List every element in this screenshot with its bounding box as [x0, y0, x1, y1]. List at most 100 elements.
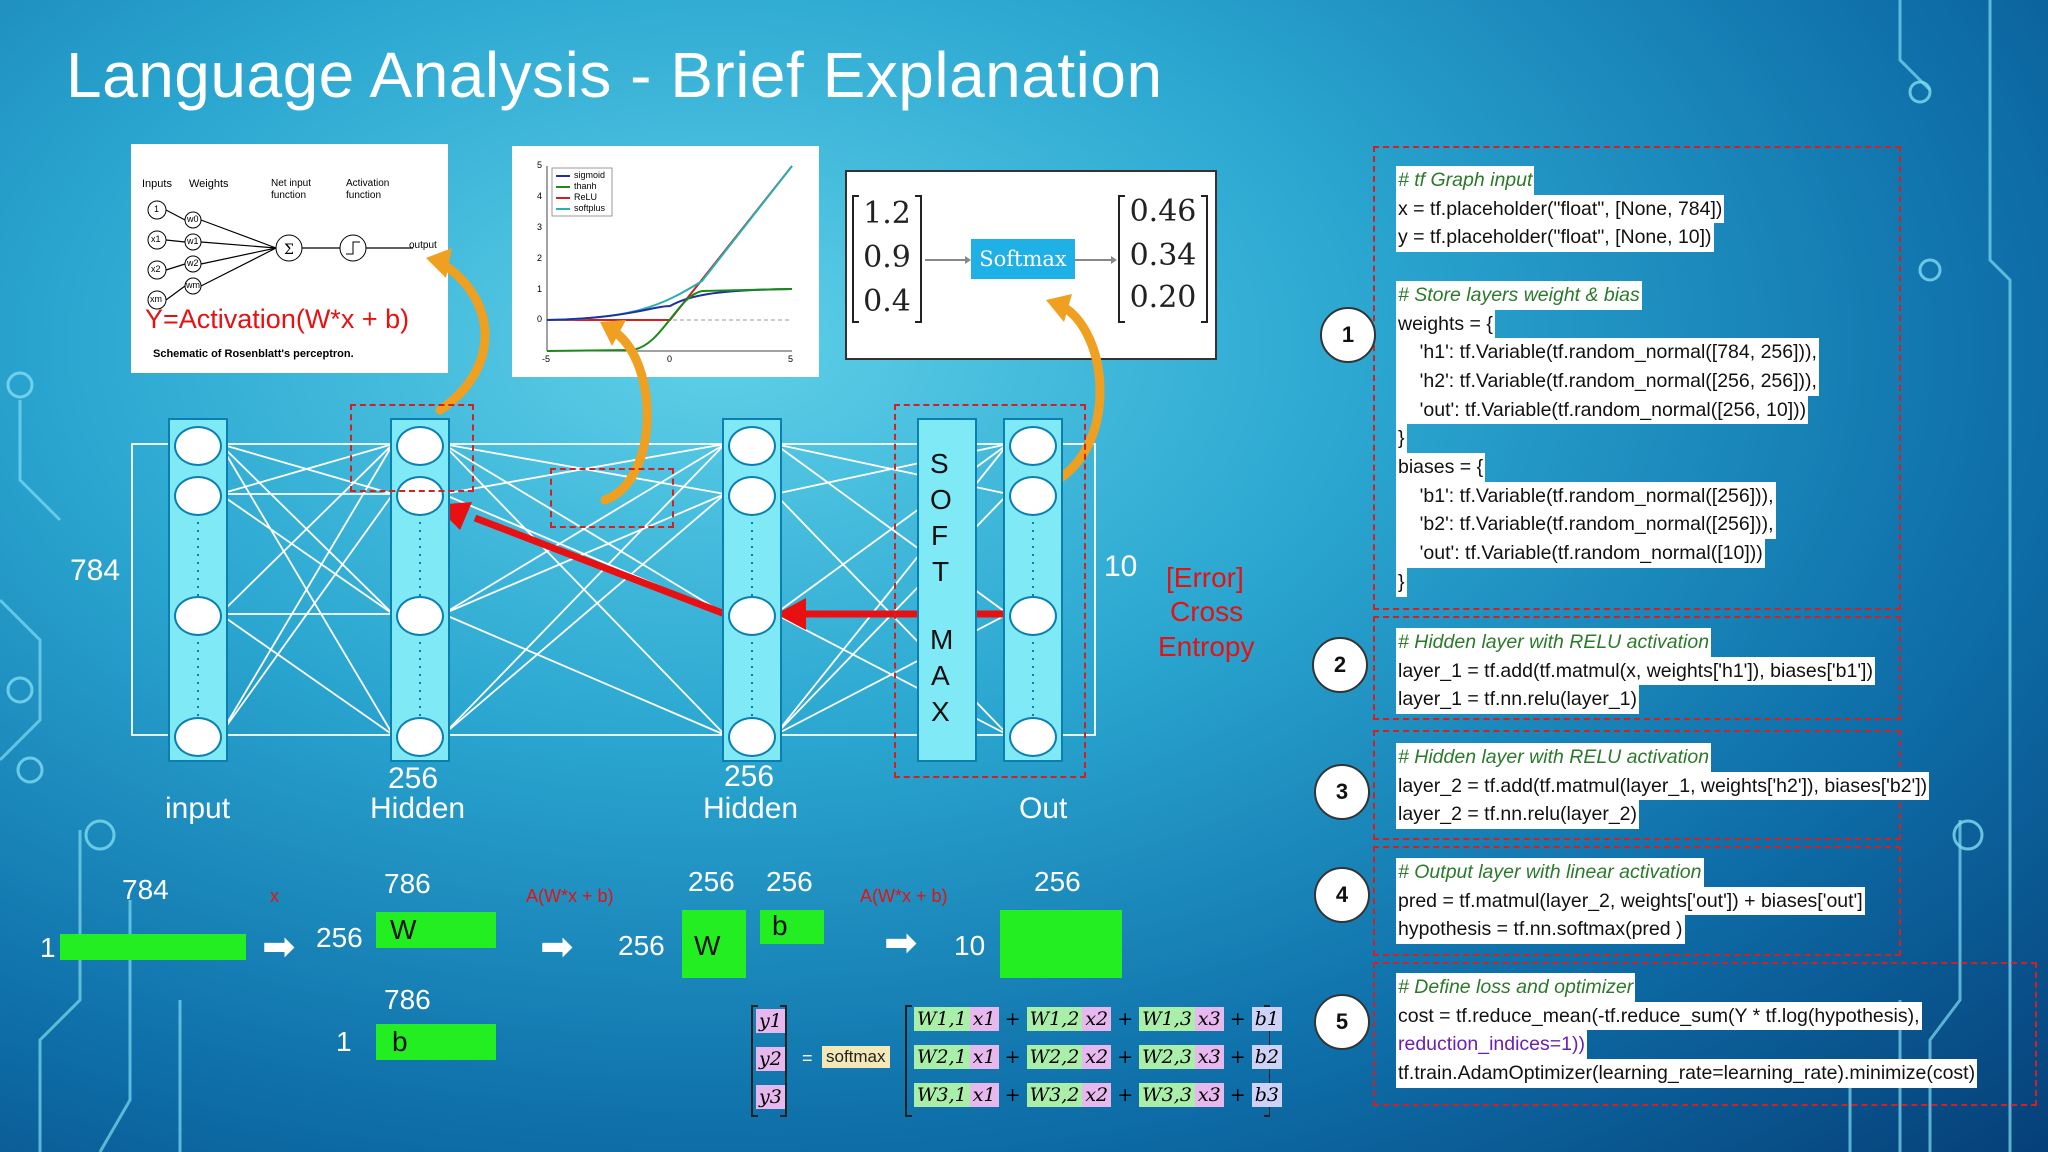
out-layer-label: Out — [1019, 792, 1068, 825]
code-line: layer_2 = tf.nn.relu(layer_2) — [1396, 800, 1639, 830]
code-block-1: # tf Graph input x = tf.placeholder("flo… — [1396, 166, 1819, 597]
softmax-label: Softmax — [971, 239, 1075, 279]
step-badge-5: 5 — [1314, 994, 1370, 1050]
y-tick-5: 5 — [537, 160, 543, 170]
legend-relu: ReLU — [574, 192, 598, 202]
w2-label: W — [694, 930, 721, 961]
w1-label: W — [390, 914, 417, 945]
op-activation-1: A(W*x + b) — [526, 886, 614, 906]
code-line: # Output layer with linear activation — [1396, 858, 1704, 887]
code-line: tf.train.AdamOptimizer(learning_rate=lea… — [1396, 1059, 1978, 1088]
y-tick-2: 2 — [537, 253, 543, 263]
out-cols-label: 256 — [1034, 866, 1081, 897]
code-line: 'h1': tf.Variable(tf.random_normal([784,… — [1396, 338, 1819, 367]
page-title: Language Analysis - Brief Explanation — [66, 39, 1163, 111]
code-line: layer_1 = tf.nn.relu(layer_1) — [1396, 685, 1639, 715]
x1: x1 — [969, 1045, 999, 1069]
arrow-icon: ➡ — [540, 925, 574, 969]
hidden1-node — [396, 717, 444, 757]
output-size-label: 10 — [1104, 550, 1138, 583]
activation-formula: Y=Activation(W*x + b) — [145, 304, 410, 334]
code-line: 'b1': tf.Variable(tf.random_normal([256]… — [1396, 481, 1776, 511]
output-label: output — [409, 240, 437, 251]
code-line: # tf Graph input — [1396, 166, 1535, 195]
x-tick-neg5: -5 — [542, 354, 551, 364]
bracket-lines — [852, 195, 1208, 323]
b1-matrix — [376, 1024, 496, 1060]
perceptron-caption: Schematic of Rosenblatt's perceptron. — [153, 348, 354, 360]
softmax-equation: y1 y2 y3 = softmax — [750, 1004, 1270, 1118]
y-tick-3: 3 — [537, 222, 543, 232]
hidden1-layer-column — [390, 418, 450, 762]
plus: + — [1004, 1046, 1021, 1068]
arrow-icon: ➡ — [262, 925, 296, 969]
op-multiply: x — [270, 886, 279, 906]
output-node — [1009, 476, 1057, 516]
code-line: hypothesis = tf.nn.softmax(pred ) — [1396, 915, 1685, 945]
w31: W3,1 — [914, 1083, 970, 1107]
code-line: biases = { — [1396, 453, 1486, 482]
b1-rows-label: 1 — [336, 1026, 352, 1057]
hidden2-node — [728, 596, 776, 636]
x1: x1 — [969, 1083, 999, 1107]
x1: x1 — [969, 1007, 999, 1031]
y-tick-0: 0 — [537, 314, 543, 324]
plus: + — [1117, 1084, 1134, 1106]
activation-curves — [546, 165, 793, 352]
w21: W2,1 — [914, 1045, 970, 1069]
arrow-icon: ➡ — [884, 921, 918, 965]
x-tick-0: 0 — [667, 354, 673, 364]
softmax-fn: softmax — [822, 1046, 890, 1068]
step-badge-3: 3 — [1314, 764, 1370, 820]
weight-node-w0: w0 — [187, 214, 199, 224]
hidden1-size-label: 256 — [388, 762, 439, 795]
code-block-1-box — [1373, 146, 1901, 610]
input-node-x2: x2 — [151, 264, 161, 274]
plus: + — [1229, 1008, 1246, 1030]
code-line: # Hidden layer with RELU activation — [1396, 628, 1712, 657]
legend-thanh: thanh — [574, 181, 597, 191]
softmax-letter: O — [930, 484, 952, 515]
code-block-4: # Output layer with linear activation pr… — [1396, 858, 1865, 945]
code-block-2-box — [1373, 616, 1901, 720]
w1-cols-label: 786 — [384, 868, 431, 899]
entropy-label: Entropy — [1158, 631, 1255, 662]
input-node — [174, 476, 222, 516]
code-line: # Define loss and optimizer — [1396, 973, 1636, 1002]
weight-node-w2: w2 — [187, 258, 199, 268]
code-line: 'h2': tf.Variable(tf.random_normal([256,… — [1396, 366, 1819, 396]
y2-cell: y2 — [756, 1047, 785, 1071]
activation-chart-panel: sigmoid thanh ReLU softplus 5 4 3 2 1 0 … — [512, 146, 819, 377]
hidden2-node — [728, 717, 776, 757]
highlight-box-connections — [550, 468, 674, 528]
hidden2-layer-column — [722, 418, 782, 762]
w2-matrix — [682, 910, 746, 978]
output-vector-1: 0.34 — [1129, 238, 1197, 273]
w33: W3,3 — [1139, 1083, 1195, 1107]
perceptron-diagram: Σ — [147, 200, 413, 310]
w32: W3,2 — [1026, 1083, 1083, 1107]
b2-label: b — [772, 910, 788, 941]
hidden1-node — [396, 596, 444, 636]
b1-cols-label: 786 — [384, 984, 431, 1015]
equals-sign: = — [802, 1048, 813, 1068]
b3: b3 — [1251, 1083, 1282, 1107]
softmax-panel: 1.2 0.9 0.4 Softmax 0.46 0.34 0.20 — [845, 170, 1217, 360]
hidden2-node — [728, 426, 776, 466]
input-size-label: 784 — [70, 554, 121, 587]
activation-label: Activation function — [346, 178, 390, 201]
code-line: x = tf.placeholder("float", [None, 784]) — [1396, 194, 1725, 224]
hidden1-layer-label: Hidden — [370, 792, 466, 825]
x-cols-label: 784 — [122, 874, 169, 905]
code-block-2: # Hidden layer with RELU activation laye… — [1396, 628, 1875, 715]
input-node — [174, 717, 222, 757]
plus: + — [1004, 1008, 1021, 1030]
code-line: 'b2': tf.Variable(tf.random_normal([256]… — [1396, 510, 1776, 540]
inputs-label: Inputs — [142, 178, 172, 190]
w13: W1,3 — [1139, 1007, 1195, 1031]
equation-brackets — [751, 1005, 1270, 1117]
y-tick-4: 4 — [537, 191, 543, 201]
